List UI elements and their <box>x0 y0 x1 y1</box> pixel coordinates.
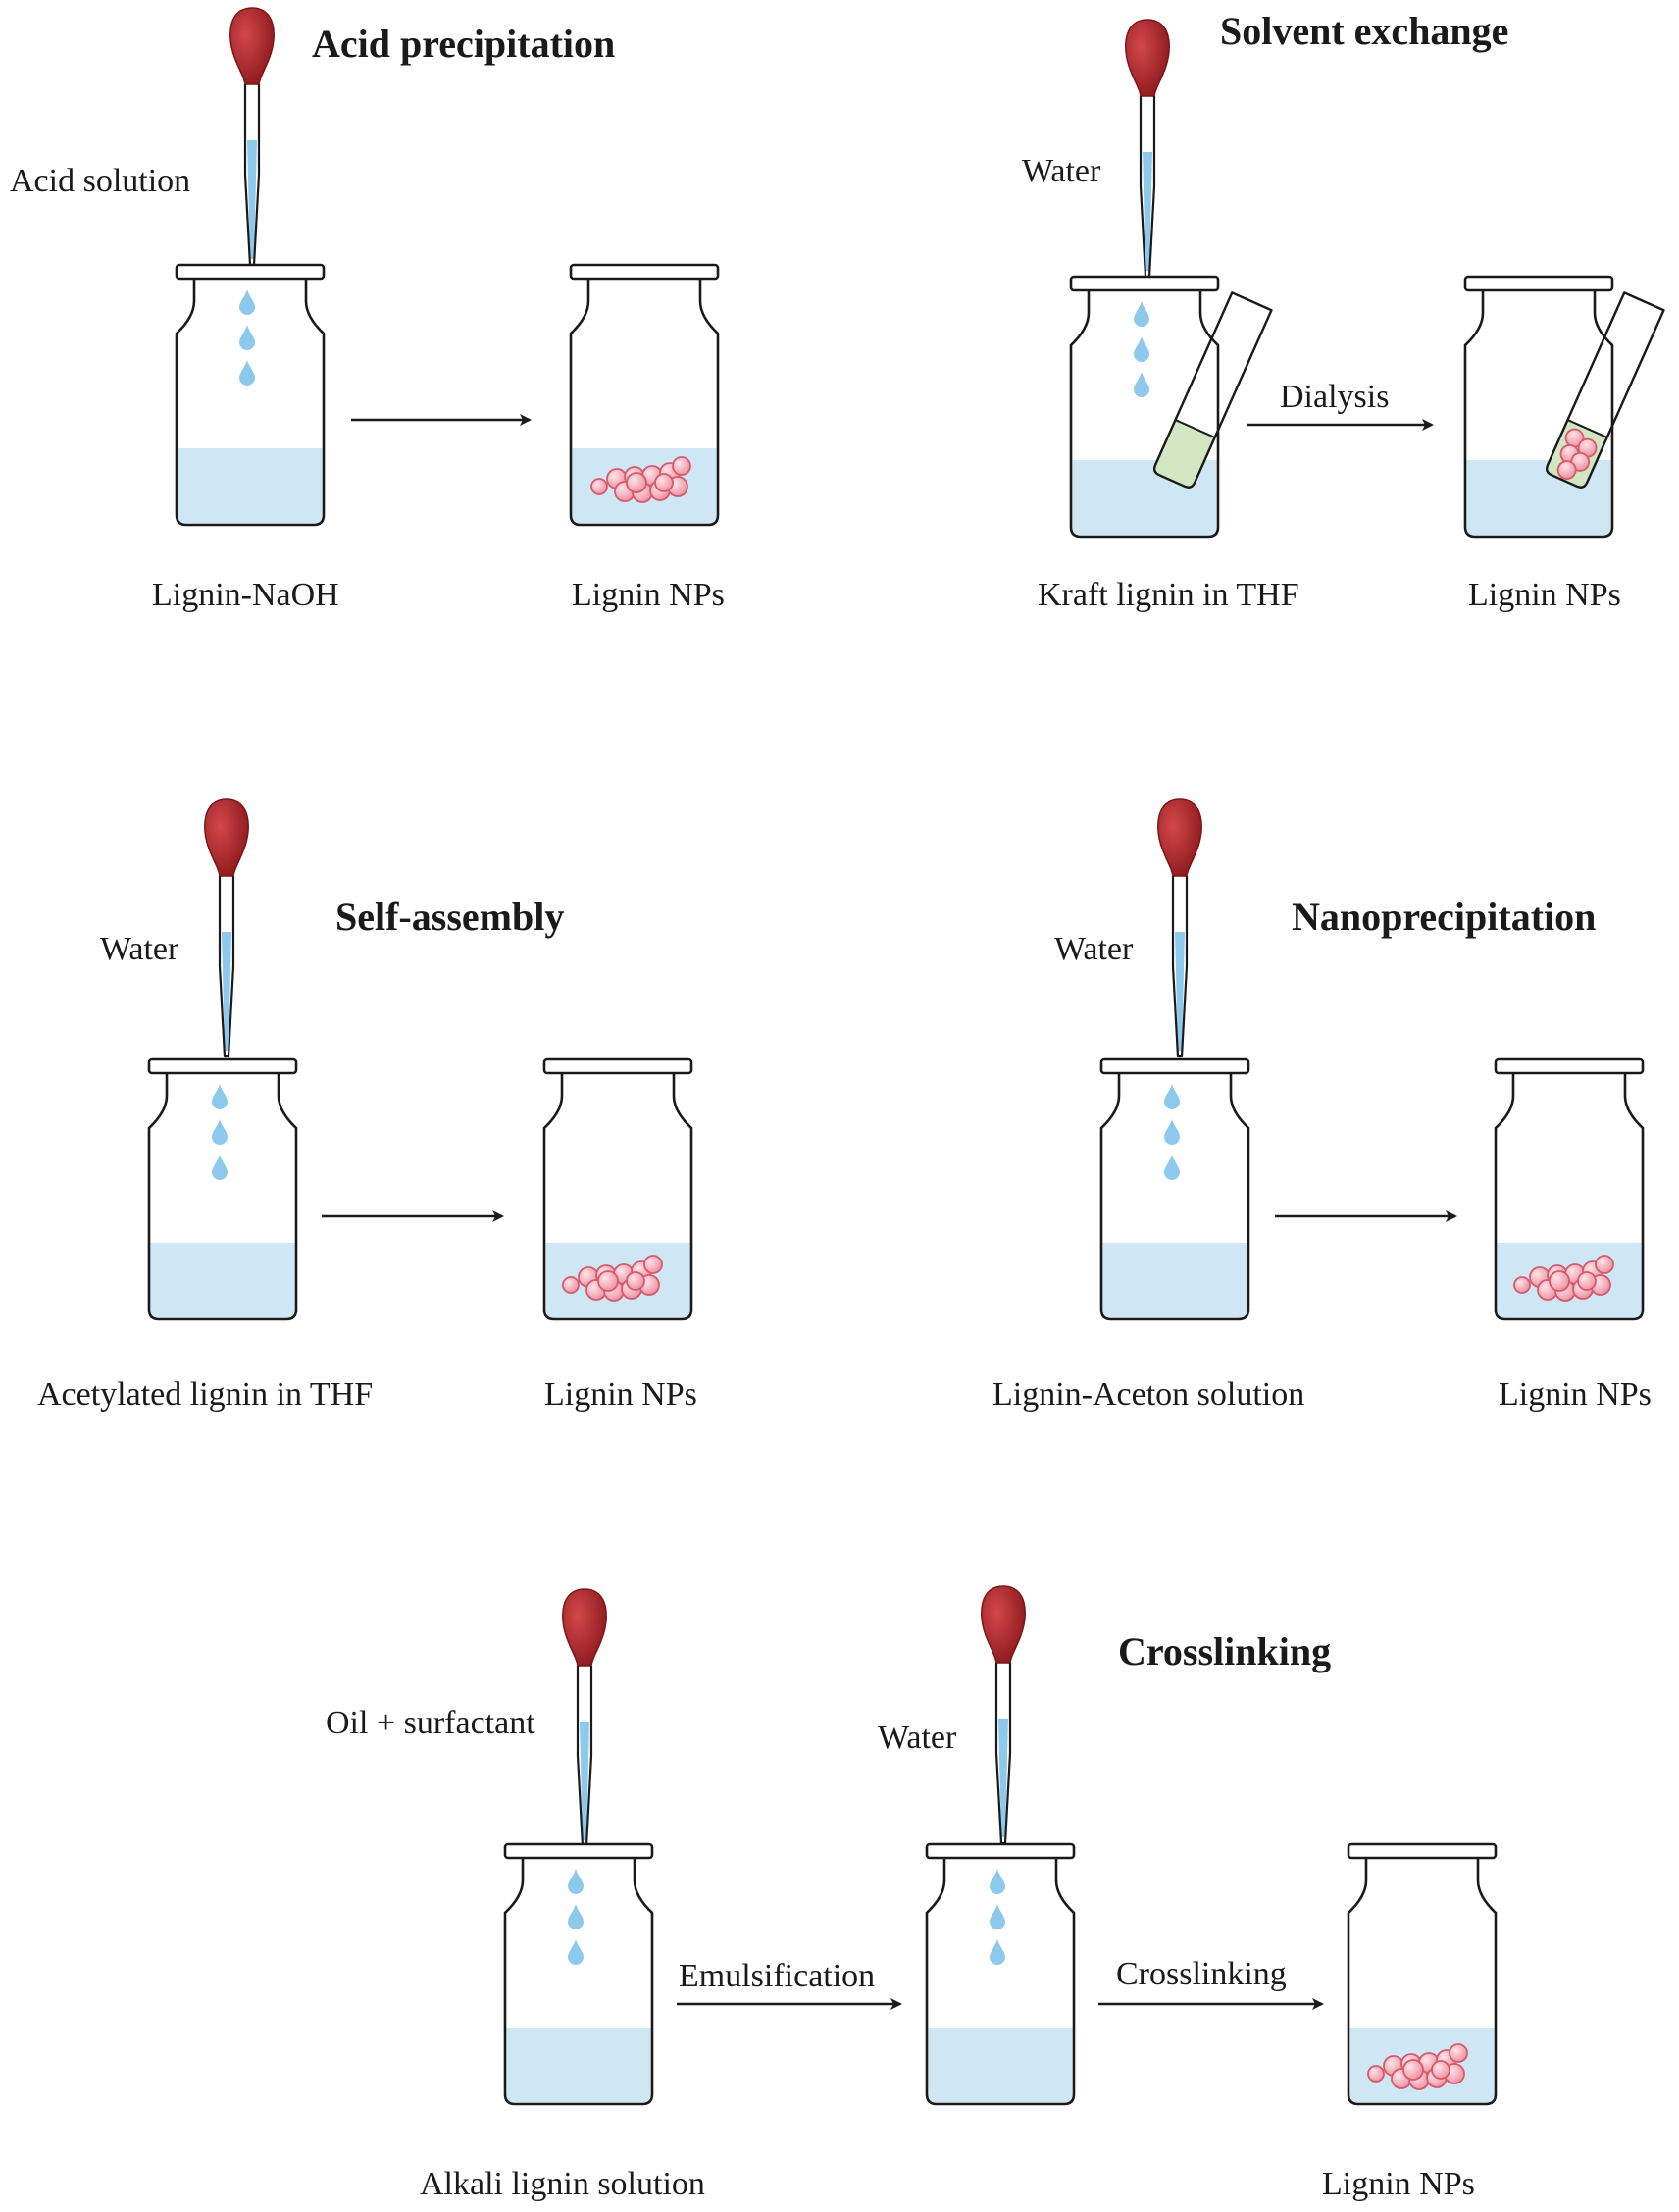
dropper-icon <box>229 7 275 267</box>
dropper-icon <box>981 1585 1026 1845</box>
droplet <box>568 1904 584 1929</box>
reagent-label: Water <box>100 931 179 967</box>
nanoparticle <box>643 1255 663 1274</box>
bottle-icon <box>175 263 326 527</box>
droplet <box>990 1904 1005 1929</box>
bottle-icon <box>1463 275 1614 539</box>
droplet <box>568 1869 584 1894</box>
nanoparticle <box>626 472 647 493</box>
nanoparticle <box>1549 1270 1570 1292</box>
nanoparticle-cluster-icon <box>562 1255 663 1302</box>
starting-material-label: Kraft lignin in THF <box>1038 577 1299 613</box>
dropper-icon <box>1157 798 1202 1058</box>
product-label: Lignin NPs <box>544 1376 697 1413</box>
droplet <box>212 1119 228 1145</box>
starting-material-label: Lignin-NaOH <box>152 577 339 613</box>
section-title: Nanoprecipitation <box>1292 895 1596 939</box>
dialysis-tube-icon <box>1545 291 1665 489</box>
droplet <box>212 1084 228 1109</box>
nanoparticle <box>590 478 608 495</box>
section-nanoprecipitation: Nanoprecipitation Water Lignin-Aceton so… <box>992 798 1652 1413</box>
nanoparticle <box>1449 2043 1468 2063</box>
bottle-icon <box>1069 275 1220 539</box>
nanoparticle <box>1402 2059 1424 2081</box>
dropper-icon <box>1125 19 1170 279</box>
nanoparticle <box>1577 1271 1597 1291</box>
nanoparticle-cluster-icon <box>1367 2043 1468 2090</box>
nanoparticle <box>597 1270 619 1292</box>
section-crosslinking: Crosslinking Oil + surfactant Emulsifica… <box>326 1585 1498 2202</box>
section-title: Crosslinking <box>1118 1629 1331 1673</box>
nanoparticle <box>1367 2065 1385 2083</box>
step-label: Emulsification <box>679 1958 875 1994</box>
nanoparticle-cluster-icon <box>1513 1255 1614 1302</box>
starting-material-label: Alkali lignin solution <box>420 2166 705 2202</box>
nanoparticle <box>1431 2060 1450 2080</box>
starting-material-label: Lignin-Aceton solution <box>992 1376 1304 1413</box>
droplet <box>239 325 255 350</box>
nanoparticle <box>672 456 691 476</box>
droplet <box>1134 372 1149 397</box>
product-label: Lignin NPs <box>1322 2166 1475 2202</box>
droplet <box>239 360 255 386</box>
bottle-icon <box>147 1057 298 1321</box>
reagent-label: Water <box>1022 153 1101 189</box>
bottle-icon <box>1099 1057 1250 1321</box>
droplet <box>568 1939 584 1965</box>
droplet <box>239 289 255 315</box>
bottle-icon <box>925 1842 1076 2106</box>
droplet <box>990 1939 1005 1965</box>
product-label: Lignin NPs <box>1499 1376 1652 1413</box>
nanoparticle <box>1513 1276 1531 1294</box>
droplet <box>1164 1155 1180 1180</box>
nanoparticle <box>1556 460 1577 481</box>
nanoparticle-cluster-icon <box>590 456 691 503</box>
section-title: Acid precipitation <box>312 22 615 66</box>
section-title: Self-assembly <box>335 895 564 939</box>
product-label: Lignin NPs <box>1468 577 1621 613</box>
reagent-label: Water <box>878 1720 957 1756</box>
section-title: Solvent exchange <box>1220 9 1508 53</box>
section-self-assembly: Self-assembly Water Acetylated lignin in… <box>37 798 697 1413</box>
reagent-label: Acid solution <box>10 163 190 199</box>
step-label: Dialysis <box>1280 379 1389 415</box>
droplet <box>1134 336 1149 362</box>
nanoparticle <box>562 1276 580 1294</box>
droplet <box>212 1155 228 1180</box>
bottle-icon <box>503 1842 654 2106</box>
droplet <box>1134 301 1149 327</box>
product-label: Lignin NPs <box>572 577 725 613</box>
droplet <box>1164 1119 1180 1145</box>
dialysis-tube-icon <box>1152 291 1273 489</box>
dropper-icon <box>204 798 249 1058</box>
reagent-label: Oil + surfactant <box>326 1705 535 1741</box>
section-solvent-exchange: Solvent exchange Water Dialysis Kraft li… <box>1022 9 1665 613</box>
droplet <box>990 1869 1005 1894</box>
starting-material-label: Acetylated lignin in THF <box>37 1376 373 1413</box>
nanoparticle <box>654 473 674 492</box>
dropper-icon <box>562 1588 607 1848</box>
section-acid-precipitation: Acid precipitation Acid solution Lignin-… <box>10 7 725 613</box>
nanoparticle <box>1595 1255 1614 1274</box>
reagent-label: Water <box>1054 931 1134 967</box>
step-label: Crosslinking <box>1116 1956 1287 1992</box>
nanoparticle <box>626 1271 645 1291</box>
droplet <box>1164 1084 1180 1109</box>
